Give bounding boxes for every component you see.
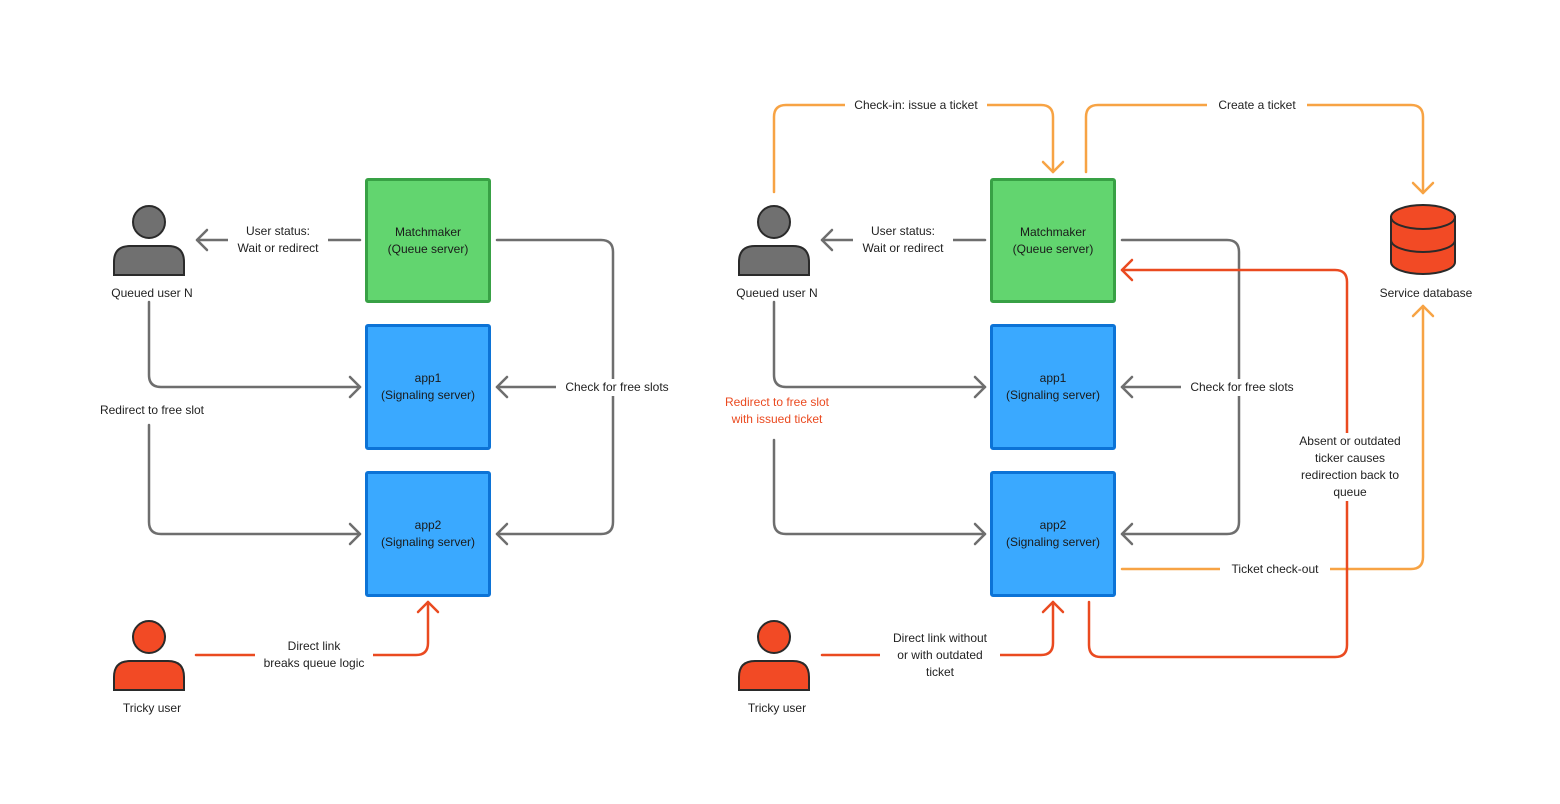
check-slots-app2-arrowhead [495, 522, 509, 546]
app2-title-r: app2 [1039, 518, 1067, 532]
direct-link-arrowhead [416, 600, 440, 614]
matchmaker-subtitle: (Queue server) [387, 241, 469, 256]
checkout-label: Ticket check-out [1220, 561, 1330, 578]
redirect-app1-arrow [147, 300, 362, 389]
app1-title: app1 [414, 371, 442, 385]
check-slots-label-r: Check for free slots [1181, 379, 1303, 396]
app2-box-r: app2 (Signaling server) [990, 471, 1116, 597]
create-ticket-arrowhead [1411, 181, 1435, 195]
direct-link-label-r: Direct link without or with outdated tic… [880, 630, 1000, 681]
redirect-app2-arrowhead-r [973, 522, 987, 546]
check-slots-app2-arrowhead-r [1120, 522, 1134, 546]
direct-link-arrow-r [820, 600, 1055, 657]
check-slots-app1-arrowhead [495, 375, 509, 399]
matchmaker-subtitle-r: (Queue server) [1012, 241, 1094, 256]
app1-box-r: app1 (Signaling server) [990, 324, 1116, 450]
absent-line2: ticker causes [1314, 451, 1386, 465]
matchmaker-box-r: Matchmaker (Queue server) [990, 178, 1116, 303]
direct-link-label: Direct link breaks queue logic [255, 638, 373, 672]
app2-subtitle: (Signaling server) [380, 535, 476, 549]
user-status-line1: User status: [245, 224, 311, 238]
matchmaker-box: Matchmaker (Queue server) [365, 178, 491, 303]
tricky-user-label: Tricky user [122, 701, 182, 715]
app1-subtitle-r: (Signaling server) [1005, 388, 1101, 402]
redirect-app1-arrowhead [348, 375, 362, 399]
check-slots-label: Check for free slots [556, 379, 678, 396]
direct-link-line1: Direct link [287, 639, 341, 653]
absent-line4: queue [1333, 485, 1367, 499]
app2-subtitle-r: (Signaling server) [1005, 535, 1101, 549]
direct-link-line2: breaks queue logic [263, 656, 365, 670]
checkout-arrow [1120, 304, 1425, 571]
user-status-label-r: User status: Wait or redirect [853, 223, 953, 257]
redirect-app1-arrow-r [772, 300, 987, 389]
person-icon [738, 620, 810, 691]
app1-title-r: app1 [1039, 371, 1067, 385]
redirect-label: Redirect to free slot [89, 402, 215, 419]
redirect-app1-arrowhead-r [973, 375, 987, 399]
person-icon [113, 620, 185, 691]
check-in-arrowhead [1041, 160, 1065, 174]
service-db-label: Service database [1379, 286, 1473, 300]
user-status-line1-r: User status: [870, 224, 936, 238]
app1-box: app1 (Signaling server) [365, 324, 491, 450]
queued-user-label-r: Queued user N [736, 286, 818, 300]
database-icon [1390, 204, 1456, 275]
redirect-app2-arrowhead [348, 522, 362, 546]
absent-redirect-arrow [1087, 268, 1349, 659]
user-status-line2-r: Wait or redirect [862, 241, 944, 255]
matchmaker-title-r: Matchmaker [1019, 224, 1087, 239]
direct-link-arrow [194, 600, 430, 657]
queued-user-label: Queued user N [111, 286, 193, 300]
direct-link-arrowhead-r [1041, 600, 1065, 614]
right-connectors-red [820, 258, 1349, 659]
checkout-arrowhead [1411, 304, 1435, 318]
person-icon [113, 205, 185, 276]
redirect-app2-arrow [147, 423, 362, 536]
check-in-label: Check-in: issue a ticket [845, 97, 987, 114]
redirect-line2-r: with issued ticket [731, 412, 823, 426]
create-ticket-arrow [1084, 103, 1425, 195]
left-direct-link [194, 600, 440, 657]
app1-subtitle: (Signaling server) [380, 388, 476, 402]
tricky-user-label-r: Tricky user [747, 701, 807, 715]
user-status-label: User status: Wait or redirect [228, 223, 328, 257]
check-slots-app1-arrowhead-r [1120, 375, 1134, 399]
app2-title: app2 [414, 518, 442, 532]
absent-redirect-arrowhead [1120, 258, 1134, 282]
direct-link-line1-r: Direct link without [892, 631, 988, 645]
create-ticket-label: Create a ticket [1207, 97, 1307, 114]
user-status-line2: Wait or redirect [237, 241, 319, 255]
redirect-line1-r: Redirect to free slot [724, 395, 830, 409]
user-status-arrowhead [195, 228, 209, 252]
matchmaker-title: Matchmaker [394, 224, 462, 239]
app2-box: app2 (Signaling server) [365, 471, 491, 597]
absent-line1: Absent or outdated [1299, 434, 1401, 448]
redirect-label-r: Redirect to free slot with issued ticket [712, 394, 842, 428]
absent-ticket-label: Absent or outdated ticker causes redirec… [1290, 433, 1410, 501]
redirect-app2-arrow-r [772, 438, 987, 536]
user-status-arrowhead-r [820, 228, 834, 252]
absent-line3: redirection back to [1300, 468, 1400, 482]
direct-link-line3-r: ticket [925, 665, 954, 679]
person-icon [738, 205, 810, 276]
direct-link-line2-r: or with outdated [897, 648, 983, 662]
